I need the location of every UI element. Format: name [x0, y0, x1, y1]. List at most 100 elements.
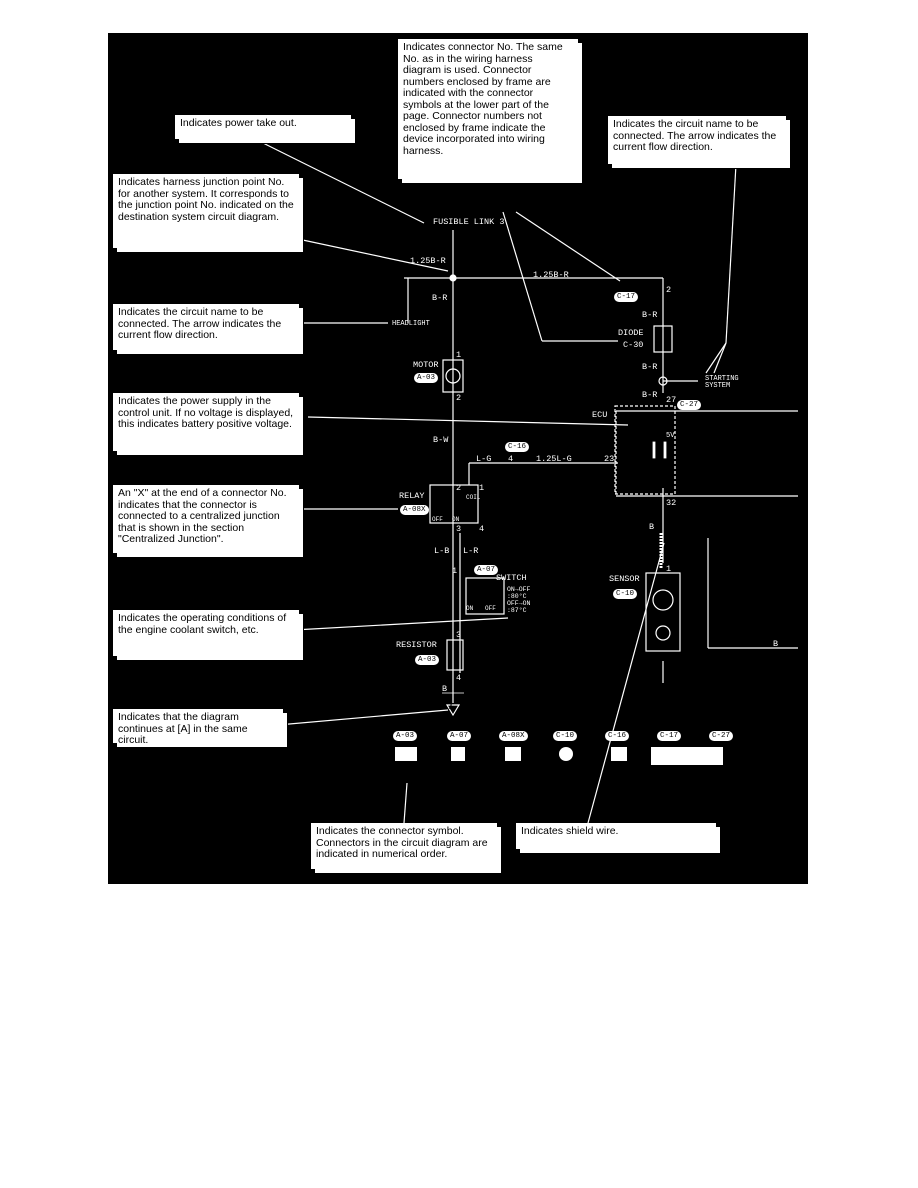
wire-label-br-2: B-R [642, 310, 658, 320]
leader-circuit-right-2 [705, 342, 727, 374]
ecu-voltage-label: 5V [666, 432, 675, 440]
headlight-label: HEADLIGHT [392, 320, 430, 328]
connector-resistor: A-03 [415, 655, 440, 665]
relay-on-label: ON [452, 516, 460, 523]
leader-continues [277, 709, 449, 726]
diode-connector-label: C-30 [623, 340, 644, 350]
relay-box [429, 484, 479, 524]
callout-circuit-name-left: Indicates the circuit name to be connect… [113, 304, 299, 350]
switch-label: SWITCH [496, 573, 527, 583]
motor-box [442, 359, 464, 393]
legend-connector-2: A-07 [447, 731, 472, 741]
pin-sensor-1: 1 [666, 564, 672, 574]
legend-connector-4: C-10 [553, 731, 578, 741]
connector-symbol-icon [611, 747, 627, 761]
starting-junction [658, 376, 668, 386]
connector-symbol-icon [451, 747, 465, 761]
connector-c27: C-27 [677, 400, 702, 410]
callout-circuit-name-right: Indicates the circuit name to be connect… [608, 116, 786, 164]
connector-sensor: C-10 [613, 589, 638, 599]
leader-shield-wire [587, 542, 665, 824]
wire-label-br-3: B-R [642, 362, 658, 372]
callout-connector-number: Indicates connector No. The same No. as … [398, 39, 578, 179]
callout-shield-wire: Indicates shield wire. [516, 823, 716, 849]
legend-connector-5: C-16 [605, 731, 630, 741]
pin-switch-1: 1 [452, 566, 458, 576]
resistor-label: RESISTOR [396, 640, 437, 650]
callout-power-takeout: Indicates power take out. [175, 115, 351, 139]
wire-label-b-1: B [442, 684, 448, 694]
schematic-lines [262, 142, 798, 824]
wire-label-bw: B-W [433, 435, 449, 445]
wire-label-br-1: B-R [432, 293, 448, 303]
switch-box [465, 577, 505, 615]
diode-box [653, 325, 673, 353]
wire-label-125br-left: 1.25B-R [410, 256, 446, 266]
wire-label-b-3: B [773, 639, 779, 649]
wire-label-br-4: B-R [642, 390, 658, 400]
leader-diode-1 [502, 211, 543, 342]
leader-power-takeout [262, 142, 425, 224]
pin-motor-1: 1 [456, 350, 462, 360]
callout-power-supply: Indicates the power supply in the contro… [113, 393, 299, 451]
pin-resistor-3: 3 [456, 630, 462, 640]
connector-motor: A-03 [414, 373, 439, 383]
relay-off-label: OFF [432, 516, 443, 523]
pin-resistor-4: 4 [456, 673, 462, 683]
pin-motor-2: 2 [456, 393, 462, 403]
legend-connector-3: A-08X [499, 731, 528, 741]
pin-relay-3: 3 [456, 524, 462, 534]
fusible-link-label: FUSIBLE LINK 3 [433, 217, 505, 227]
callout-diagram-continues: Indicates that the diagram continues at … [113, 709, 283, 746]
switch-conditions-label: ON→OFF :80°C OFF→ON :87°C [507, 586, 531, 614]
continue-arrow [445, 704, 461, 717]
legend-connector-1: A-03 [393, 731, 418, 741]
relay-label: RELAY [399, 491, 425, 501]
callout-operating-conditions: Indicates the operating conditions of th… [113, 610, 299, 656]
ecu-resistor-2 [663, 441, 667, 459]
connector-symbol-icon [505, 747, 521, 761]
callout-x-connector: An "X" at the end of a connector No. ind… [113, 485, 299, 553]
connector-switch: A-07 [474, 565, 499, 575]
connector-c17: C-17 [614, 292, 639, 302]
leader-connector-symbol [403, 782, 408, 824]
sensor-element [655, 625, 671, 641]
wiring-diagram-panel: FUSIBLE LINK 3 1.25B-R 1.25B-R B-R B-R B… [108, 33, 808, 884]
leader-harness-junction [297, 238, 449, 272]
pin-c27: 27 [666, 395, 677, 405]
connector-c16: C-16 [505, 442, 530, 452]
diode-label: DIODE [618, 328, 644, 338]
connector-symbol-icon [559, 747, 573, 761]
leader-circuit-right-3 [713, 342, 727, 374]
motor-label: MOTOR [413, 360, 439, 370]
starting-system-label: STARTING SYSTEM [705, 375, 739, 390]
motor-symbol [445, 368, 461, 384]
wire-label-125br-top: 1.25B-R [533, 270, 569, 280]
switch-off-label: OFF [485, 605, 496, 612]
ecu-label: ECU [592, 410, 608, 420]
wire-label-lr: L-R [463, 546, 479, 556]
relay-coil-label: COIL [466, 494, 481, 501]
connector-symbol-icon [395, 747, 417, 761]
leader-operating [293, 617, 509, 631]
callout-harness-junction: Indicates harness junction point No. for… [113, 174, 299, 248]
pin-lg-4: 4 [508, 454, 514, 464]
callout-connector-symbol: Indicates the connector symbol. Connecto… [311, 823, 497, 869]
junction-point [449, 274, 457, 282]
connector-relay: A-08X [400, 505, 429, 515]
ecu-resistor-1 [652, 441, 656, 459]
legend-connector-6: C-17 [657, 731, 682, 741]
switch-on-label: ON [466, 605, 474, 612]
sensor-label: SENSOR [609, 574, 640, 584]
wire-label-125lg: 1.25L-G [536, 454, 572, 464]
wire-label-b-2: B [649, 522, 655, 532]
sensor-box [645, 572, 681, 652]
continue-letter: A [449, 704, 454, 712]
wire-label-lb: L-B [434, 546, 450, 556]
wire-label-lg: L-G [476, 454, 492, 464]
leader-connector-c17 [515, 211, 621, 282]
connector-symbol-icon [651, 747, 723, 765]
leader-circuit-right-1 [725, 163, 737, 344]
pin-relay-2: 2 [456, 483, 462, 493]
resistor-box [446, 639, 464, 671]
